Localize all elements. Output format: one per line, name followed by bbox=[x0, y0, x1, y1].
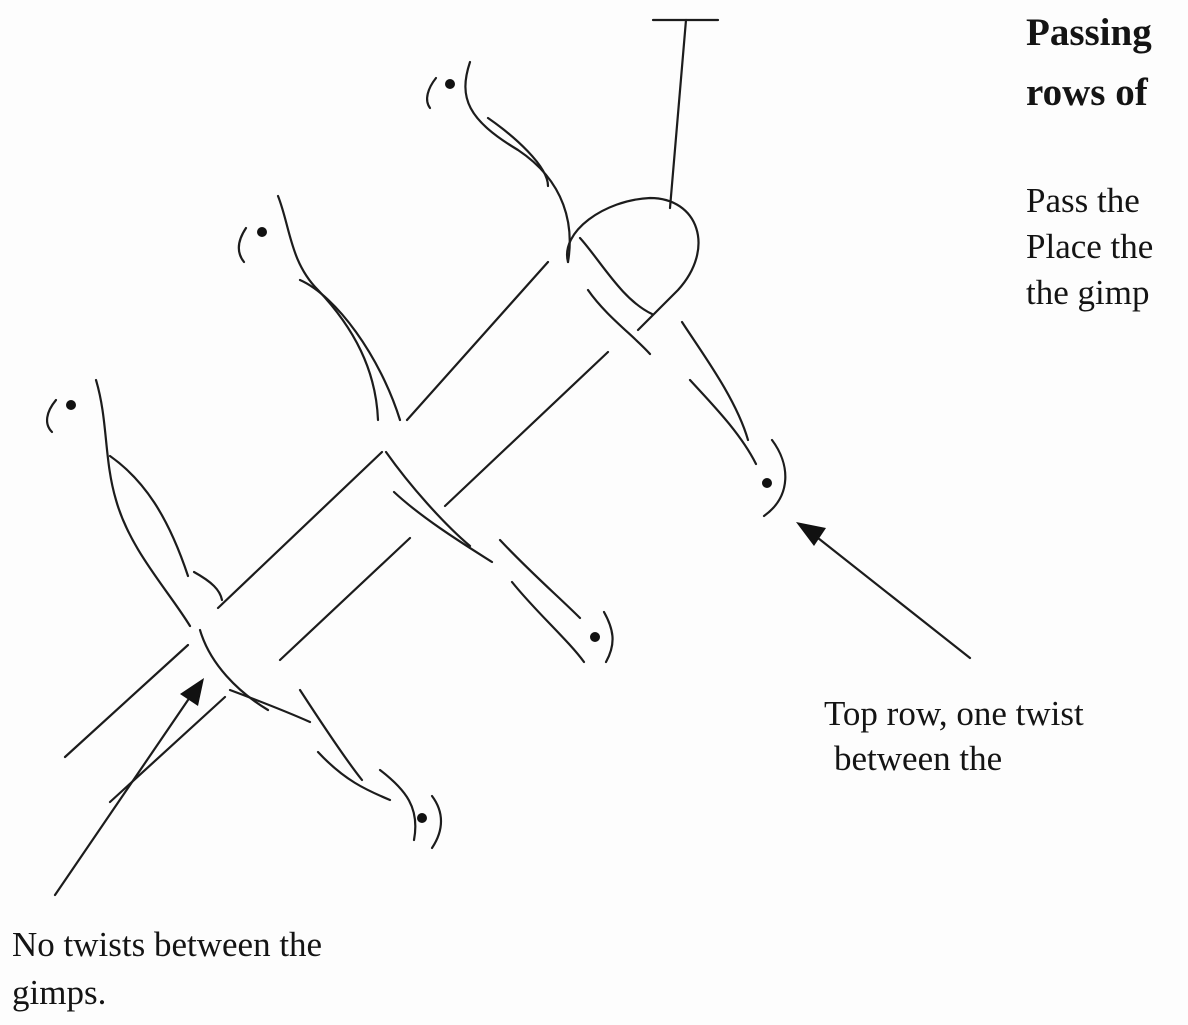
instruction-line-1: Pass the bbox=[1026, 181, 1140, 220]
arrow-top-row bbox=[796, 522, 972, 660]
heading-line-2: rows of bbox=[1026, 71, 1148, 114]
heading-line-1: Passing bbox=[1026, 11, 1152, 54]
pin-dot-bottom-left bbox=[66, 400, 76, 410]
callout-no-twists-line-1: No twists between the bbox=[12, 925, 323, 964]
upper-gimp-thread bbox=[216, 260, 550, 610]
instruction-line-2: Place the bbox=[1026, 227, 1154, 266]
pin-dot-top-right bbox=[762, 478, 772, 488]
instruction-line-3: the gimp bbox=[1026, 273, 1150, 312]
arrow-no-twists bbox=[53, 678, 204, 897]
pin-dot-middle-right bbox=[590, 632, 600, 642]
pair-top bbox=[426, 60, 787, 518]
gimp-loop bbox=[565, 196, 700, 332]
pin-marker bbox=[651, 18, 720, 210]
callout-top-row-line-1: Top row, one twist bbox=[824, 694, 1084, 733]
pair-bottom bbox=[46, 378, 443, 850]
callout-no-twists-line-2: gimps. bbox=[12, 973, 107, 1012]
lower-gimp-thread bbox=[63, 350, 610, 804]
pin-dot-middle-left bbox=[257, 227, 267, 237]
pin-dot-bottom-right bbox=[417, 813, 427, 823]
pair-middle bbox=[237, 194, 614, 664]
pin-dot-top-left bbox=[445, 79, 455, 89]
callout-top-row-line-2: between the bbox=[834, 739, 1003, 778]
